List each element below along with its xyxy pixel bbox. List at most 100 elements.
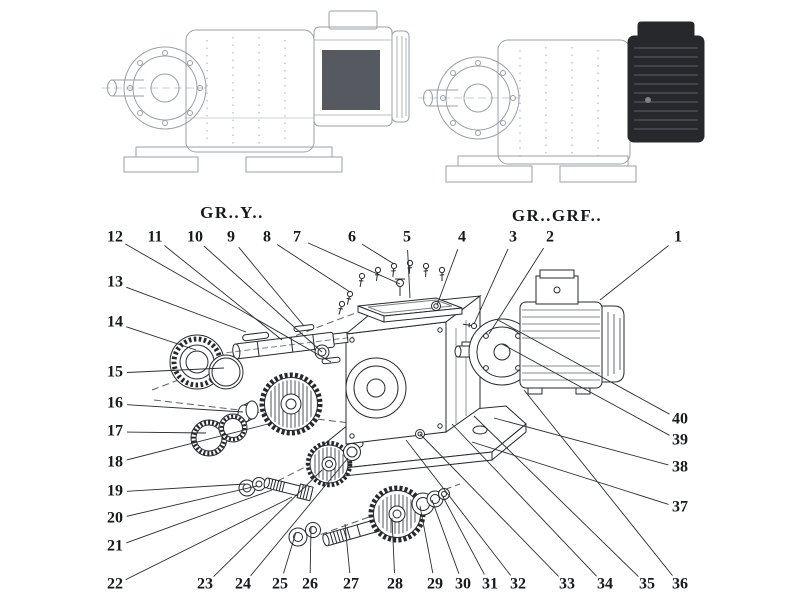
leader-line-8: [276, 244, 351, 293]
exploded-motor: [454, 269, 625, 395]
leader-line-26: [309, 525, 312, 574]
leader-line-16: [126, 404, 244, 413]
rings-bottom-right: [411, 488, 450, 516]
leader-line-35: [473, 415, 639, 577]
output-bore: [345, 357, 407, 419]
callout-number-32: 32: [510, 576, 526, 593]
leader-line-6: [361, 243, 395, 265]
leader-line-13: [126, 286, 247, 333]
callout-number-20: 20: [107, 510, 123, 527]
variant-label-gr-grf: GR..GRF..: [512, 206, 602, 225]
callout-number-10: 10: [187, 229, 203, 246]
motor-fan-cover: [601, 305, 625, 383]
ball-bearings: [190, 413, 248, 457]
callout-number-16: 16: [107, 395, 123, 412]
callout-number-30: 30: [455, 576, 471, 593]
leader-line-3: [473, 248, 509, 325]
callout-number-1: 1: [674, 229, 682, 246]
foot-plate: [559, 165, 637, 183]
callout-number-21: 21: [107, 538, 123, 555]
callout-number-2: 2: [546, 229, 554, 246]
leader-line-19: [126, 483, 246, 492]
leader-line-37: [471, 441, 669, 505]
motor-terminal-box: [535, 275, 579, 305]
terminal-box: [328, 10, 378, 30]
leader-line-38: [493, 417, 669, 466]
intermediate-gear: [305, 440, 353, 488]
callout-number-28: 28: [387, 576, 403, 593]
callout-number-39: 39: [672, 432, 688, 449]
ring: [343, 443, 361, 461]
fan-cover: [391, 30, 410, 123]
leader-line-33: [419, 433, 559, 577]
variant-label-layer: GR..Y.. GR..GRF..: [200, 203, 602, 225]
oil-plug: [431, 301, 441, 311]
callout-number-34: 34: [597, 576, 613, 593]
leader-line-1: [599, 245, 669, 301]
output-shaft: [102, 79, 210, 97]
output-shaft-assembly: [226, 324, 354, 360]
leader-line-28: [391, 517, 395, 574]
shim-ring: [208, 354, 244, 390]
breather-plug: [395, 278, 405, 296]
compact-motor-dark: [627, 21, 705, 143]
bearing-left: [169, 334, 225, 390]
callout-number-38: 38: [672, 459, 688, 476]
leader-line-25: [283, 531, 297, 574]
callout-number-6: 6: [348, 229, 356, 246]
shaft-key: [242, 331, 270, 342]
callout-number-4: 4: [458, 229, 466, 246]
callout-number-23: 23: [197, 576, 213, 593]
callout-number-29: 29: [427, 576, 443, 593]
leader-line-14: [126, 326, 197, 351]
stator-block: [322, 50, 380, 110]
callout-number-26: 26: [302, 576, 318, 593]
leader-line-23: [213, 469, 323, 577]
leader-line-39: [501, 343, 670, 436]
callout-number-25: 25: [272, 576, 288, 593]
callout-number-35: 35: [639, 576, 655, 593]
foot-plate: [445, 165, 533, 183]
leader-line-29: [419, 505, 434, 574]
leader-line-17: [126, 431, 207, 434]
callout-number-3: 3: [509, 229, 517, 246]
motor-body: [519, 301, 603, 389]
leader-line-30: [431, 499, 460, 574]
callout-number-19: 19: [107, 483, 123, 500]
callout-number-13: 13: [107, 274, 123, 291]
leader-line-27: [344, 523, 351, 574]
callout-number-27: 27: [343, 576, 359, 593]
leader-line-7: [307, 242, 401, 285]
callout-number-7: 7: [293, 229, 301, 246]
leader-line-12: [125, 243, 332, 363]
leader-line-24: [250, 457, 349, 577]
motor: [313, 10, 410, 127]
callout-number-18: 18: [107, 454, 123, 471]
callout-number-31: 31: [482, 576, 498, 593]
callout-number-33: 33: [559, 576, 575, 593]
callout-number-9: 9: [227, 229, 235, 246]
pinion-shaft: [263, 477, 314, 502]
foot-plate: [245, 156, 343, 173]
washers-bottom: [288, 522, 321, 547]
leader-line-2: [488, 247, 544, 335]
leader-line-31: [441, 494, 485, 575]
output-shaft: [418, 89, 520, 107]
key: [321, 356, 341, 365]
callout-number-11: 11: [147, 229, 162, 246]
callout-number-14: 14: [107, 314, 123, 331]
exploded-view: [151, 259, 625, 547]
leader-line-18: [126, 423, 269, 461]
leader-line-4: [436, 249, 459, 306]
leader-line-10: [203, 245, 323, 353]
callout-number-40: 40: [672, 411, 688, 428]
callout-number-8: 8: [263, 229, 271, 246]
variant-label-gr-y: GR..Y..: [200, 203, 264, 222]
assembled-view-gr-grf: [418, 21, 705, 183]
gearbox-housing: [497, 39, 631, 165]
leader-line-15: [126, 367, 225, 373]
callout-number-37: 37: [672, 499, 688, 516]
leader-line-34: [451, 423, 598, 577]
callout-number-36: 36: [672, 576, 688, 593]
